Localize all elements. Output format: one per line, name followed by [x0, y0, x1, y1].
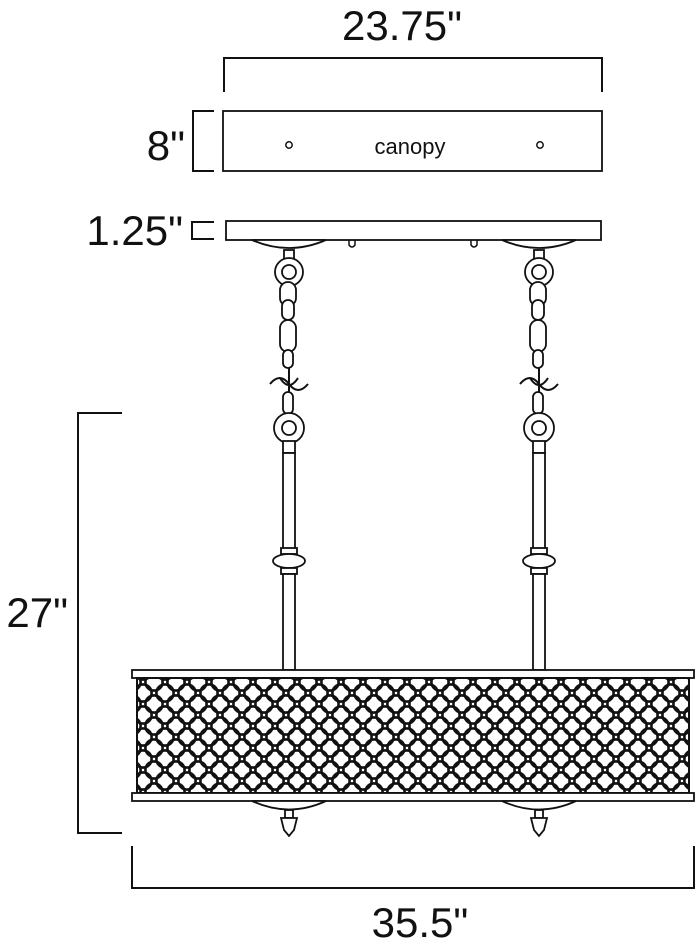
- left-rod-cap: [282, 440, 296, 454]
- right-rod-knuckle: [522, 553, 556, 569]
- right-ring-bottom-inner: [531, 420, 547, 436]
- right-cup: [501, 239, 577, 249]
- left-finial-neck: [284, 809, 294, 819]
- overall-width-dimension: 35.5": [131, 846, 695, 946]
- left-suspension: [251, 239, 327, 671]
- right-finial-neck: [534, 809, 544, 819]
- right-finial-tip: [529, 817, 549, 838]
- plate-thickness-dimension: 1.25": [86, 207, 214, 254]
- lattice-shade: [131, 669, 695, 802]
- left-finial-tip: [279, 817, 299, 838]
- right-finial: [501, 800, 577, 838]
- right-rod-lower: [532, 573, 546, 671]
- plate-thickness-bracket: [191, 221, 214, 240]
- plate-hook-left: [348, 240, 356, 248]
- canopy-label: canopy: [375, 134, 446, 159]
- left-ring-bottom-inner: [281, 420, 297, 436]
- right-bottom-cup: [501, 800, 577, 811]
- overall-height-dimension: 27": [6, 412, 122, 834]
- canopy-width-label: 23.75": [342, 2, 462, 49]
- left-bottom-cup: [251, 800, 327, 811]
- left-rod-upper: [282, 452, 296, 551]
- shade-lattice-panel: [136, 677, 690, 794]
- left-chain-link-5: [282, 391, 294, 415]
- canopy-screw-hole-right: [536, 141, 544, 149]
- right-rod-cap: [532, 440, 546, 454]
- canopy-height-dimension: 8": [147, 110, 214, 172]
- canopy-height-bracket: [192, 110, 214, 172]
- left-rod-lower: [282, 573, 296, 671]
- plate-thickness-label: 1.25": [86, 207, 183, 254]
- overall-width-bracket: [131, 846, 695, 889]
- left-finial: [251, 800, 327, 838]
- right-chain-link-4: [532, 349, 544, 369]
- left-chain-link-3: [279, 319, 297, 353]
- right-chain-link-3: [529, 319, 547, 353]
- right-ring-top-inner: [531, 264, 547, 280]
- right-rod-collar-2: [530, 567, 548, 575]
- mounting-plate: [225, 220, 602, 248]
- canopy-screw-hole-left: [285, 141, 293, 149]
- right-chain-link-5: [532, 391, 544, 415]
- canopy-width-dimension: 23.75": [223, 2, 603, 92]
- shade-top-rim: [131, 669, 695, 679]
- canopy-height-label: 8": [147, 122, 185, 169]
- overall-width-label: 35.5": [372, 899, 469, 946]
- right-suspension: [501, 239, 577, 671]
- canopy-width-bracket: [223, 57, 603, 92]
- right-rod-upper: [532, 452, 546, 551]
- left-cup: [251, 239, 327, 249]
- left-ring-top-inner: [281, 264, 297, 280]
- plate-hook-right: [470, 240, 478, 248]
- canopy-box: canopy: [222, 110, 603, 172]
- left-rod-knuckle: [272, 553, 306, 569]
- overall-height-bracket: [77, 412, 122, 834]
- canopy-outline: [222, 110, 603, 172]
- overall-height-label: 27": [6, 589, 68, 636]
- mounting-plate-outline: [225, 220, 602, 241]
- left-rod-collar-2: [280, 567, 298, 575]
- left-chain-link-4: [282, 349, 294, 369]
- left-chain-link-2: [281, 299, 295, 321]
- right-chain-link-2: [531, 299, 545, 321]
- shade-bottom-rim: [131, 792, 695, 802]
